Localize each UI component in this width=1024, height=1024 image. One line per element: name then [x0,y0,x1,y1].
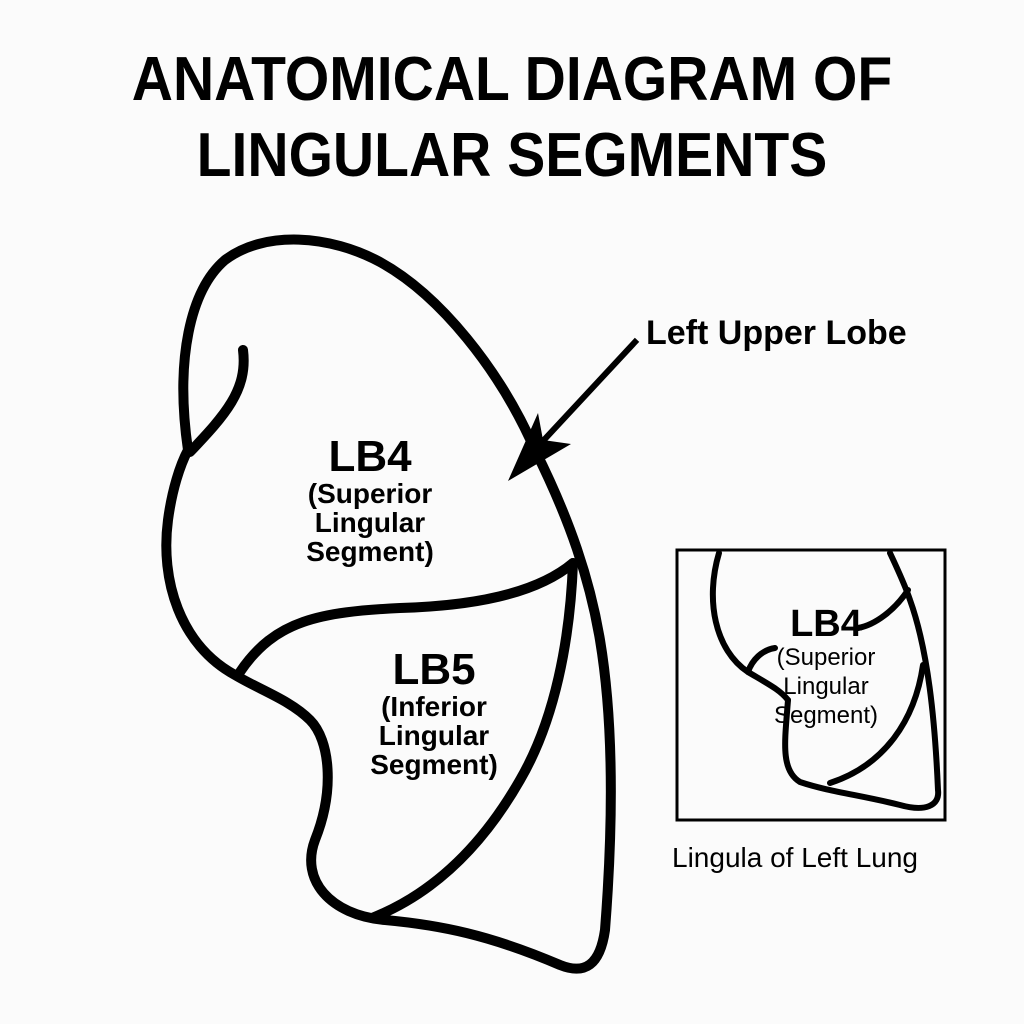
segment-name-line: (Superior [307,478,433,509]
segment-code: LB5 [392,645,476,694]
segment-name-line: (Inferior [381,691,487,722]
segment-name-line: Segment) [773,702,879,729]
lb4-lb5-fissure [235,558,578,677]
pointer-arrow [508,337,640,481]
segment-name-line: Lingular [783,673,869,700]
segment-code: LB4 [790,603,862,645]
segment-label-lb5: LB5 (Inferior Lingular Segment) [346,645,522,780]
segment-name-line: (Superior [776,644,876,671]
inset-caption: Lingula of Left Lung [672,842,918,873]
pointer-label-left-upper-lobe: Left Upper Lobe [646,314,907,352]
title-line-1: ANATOMICAL DIAGRAM OF [131,45,893,114]
inset-lung-outline [709,550,942,811]
segment-name-line: Segment) [306,536,434,567]
diagram-title: ANATOMICAL DIAGRAM OF LINGULAR SEGMENTS [41,42,983,194]
lb5-inner-boundary [367,558,578,923]
segment-label-lb4: LB4 (Superior Lingular Segment) [282,432,458,567]
inset-frame [675,548,947,822]
segment-name-line: Segment) [370,749,498,780]
inset-segment-label-lb4: LB4 (Superior Lingular Segment) [758,605,894,730]
segment-name-line: Lingular [314,507,426,538]
segment-code: LB4 [328,432,412,481]
fissure-hook [185,345,249,457]
lobe-outline [161,234,616,974]
title-line-2: LINGULAR SEGMENTS [196,121,828,190]
segment-name-line: Lingular [378,720,490,751]
